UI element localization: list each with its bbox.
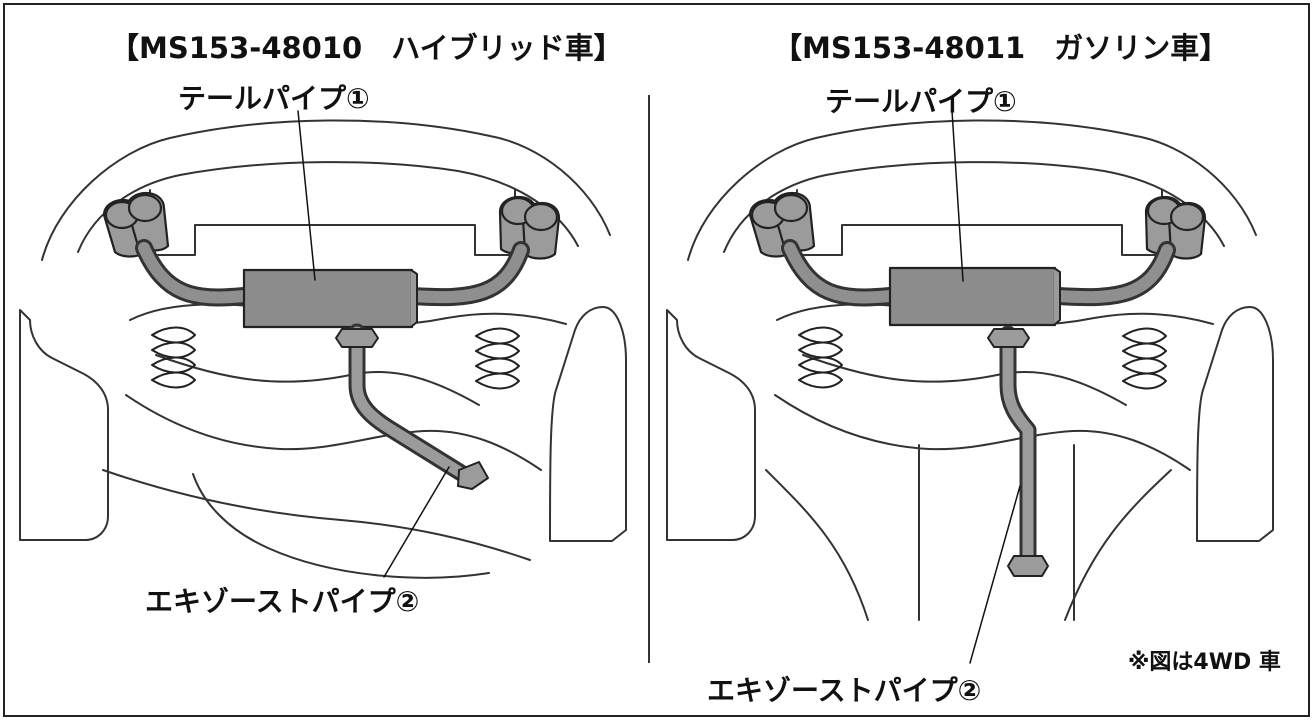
right-rear-panel — [796, 189, 1163, 256]
right-right-tail-run-inner — [1053, 244, 1173, 304]
right-floor-structure — [765, 469, 869, 621]
left-coil-spring — [151, 326, 196, 389]
left-rear-panel — [149, 189, 516, 256]
right-coil-spring-left-panel — [475, 327, 520, 390]
right-exhaust-label: エキゾーストパイプ② — [707, 674, 982, 707]
left-tail-leader — [297, 110, 316, 281]
right-exhaust-pipe-inner — [1002, 328, 1034, 571]
right-coil-spring-right-panel — [1122, 327, 1167, 390]
left-exhaust-flange-top — [335, 328, 379, 348]
left-tank-shape — [192, 473, 490, 579]
right-tail-leader — [951, 110, 964, 282]
left-muffler — [242, 268, 414, 329]
right-exhaust-leader — [969, 485, 1021, 664]
left-exhaust-pipe — [348, 323, 475, 485]
left-exhaust-pipe-inner — [351, 326, 472, 482]
right-muffler-face — [1053, 267, 1061, 326]
right-exhaust-tips — [748, 191, 1207, 260]
diagram-footnote: ※図は4WD 車 — [1128, 650, 1281, 675]
left-wheel-well-right — [549, 306, 627, 542]
right-exhaust-flange-bottom — [1007, 555, 1049, 577]
left-tailpipe-run-inner — [138, 242, 250, 304]
left-tailpipe-label: テールパイプ① — [178, 82, 370, 115]
right-panel-drawing — [666, 110, 1274, 664]
right-tailpipe-run-left-panel-inner — [407, 244, 527, 304]
right-suspension-arm — [802, 354, 1127, 406]
left-subframe — [125, 394, 542, 471]
left-model-title: 【MS153-48010 ハイブリッド車】 — [110, 31, 623, 65]
right-wheel-well-left — [666, 309, 756, 541]
right-muffler — [888, 266, 1057, 327]
right-model-title: 【MS153-48011 ガソリン車】 — [773, 31, 1229, 65]
left-suspension-arm — [155, 354, 480, 406]
right-left-tail-run-inner — [784, 242, 896, 304]
left-wheel-well-left — [19, 309, 109, 541]
right-inner-bumper-outline — [723, 161, 1225, 253]
left-exhaust-label: エキゾーストパイプ② — [145, 585, 420, 618]
left-exhaust-leader — [383, 466, 450, 578]
right-wheel-well-right — [1196, 306, 1274, 542]
left-muffler-face — [410, 269, 418, 328]
left-floor-structure — [102, 469, 531, 561]
diagram-frame — [3, 3, 1310, 717]
left-exhaust-flange-bottom — [457, 461, 489, 490]
right-exhaust-flange-top — [987, 328, 1030, 348]
left-inner-bumper-outline — [77, 161, 579, 253]
left-exhaust-tips — [102, 191, 561, 260]
right-rear-bumper-outline — [687, 119, 1257, 261]
left-rear-bumper-outline — [41, 119, 611, 261]
left-coil-spring-right-panel — [798, 326, 843, 389]
right-subframe — [774, 394, 1191, 471]
right-tailpipe-label: テールパイプ① — [825, 85, 1017, 118]
right-floor-structure-2 — [1064, 469, 1172, 621]
left-panel-drawing — [19, 110, 627, 579]
